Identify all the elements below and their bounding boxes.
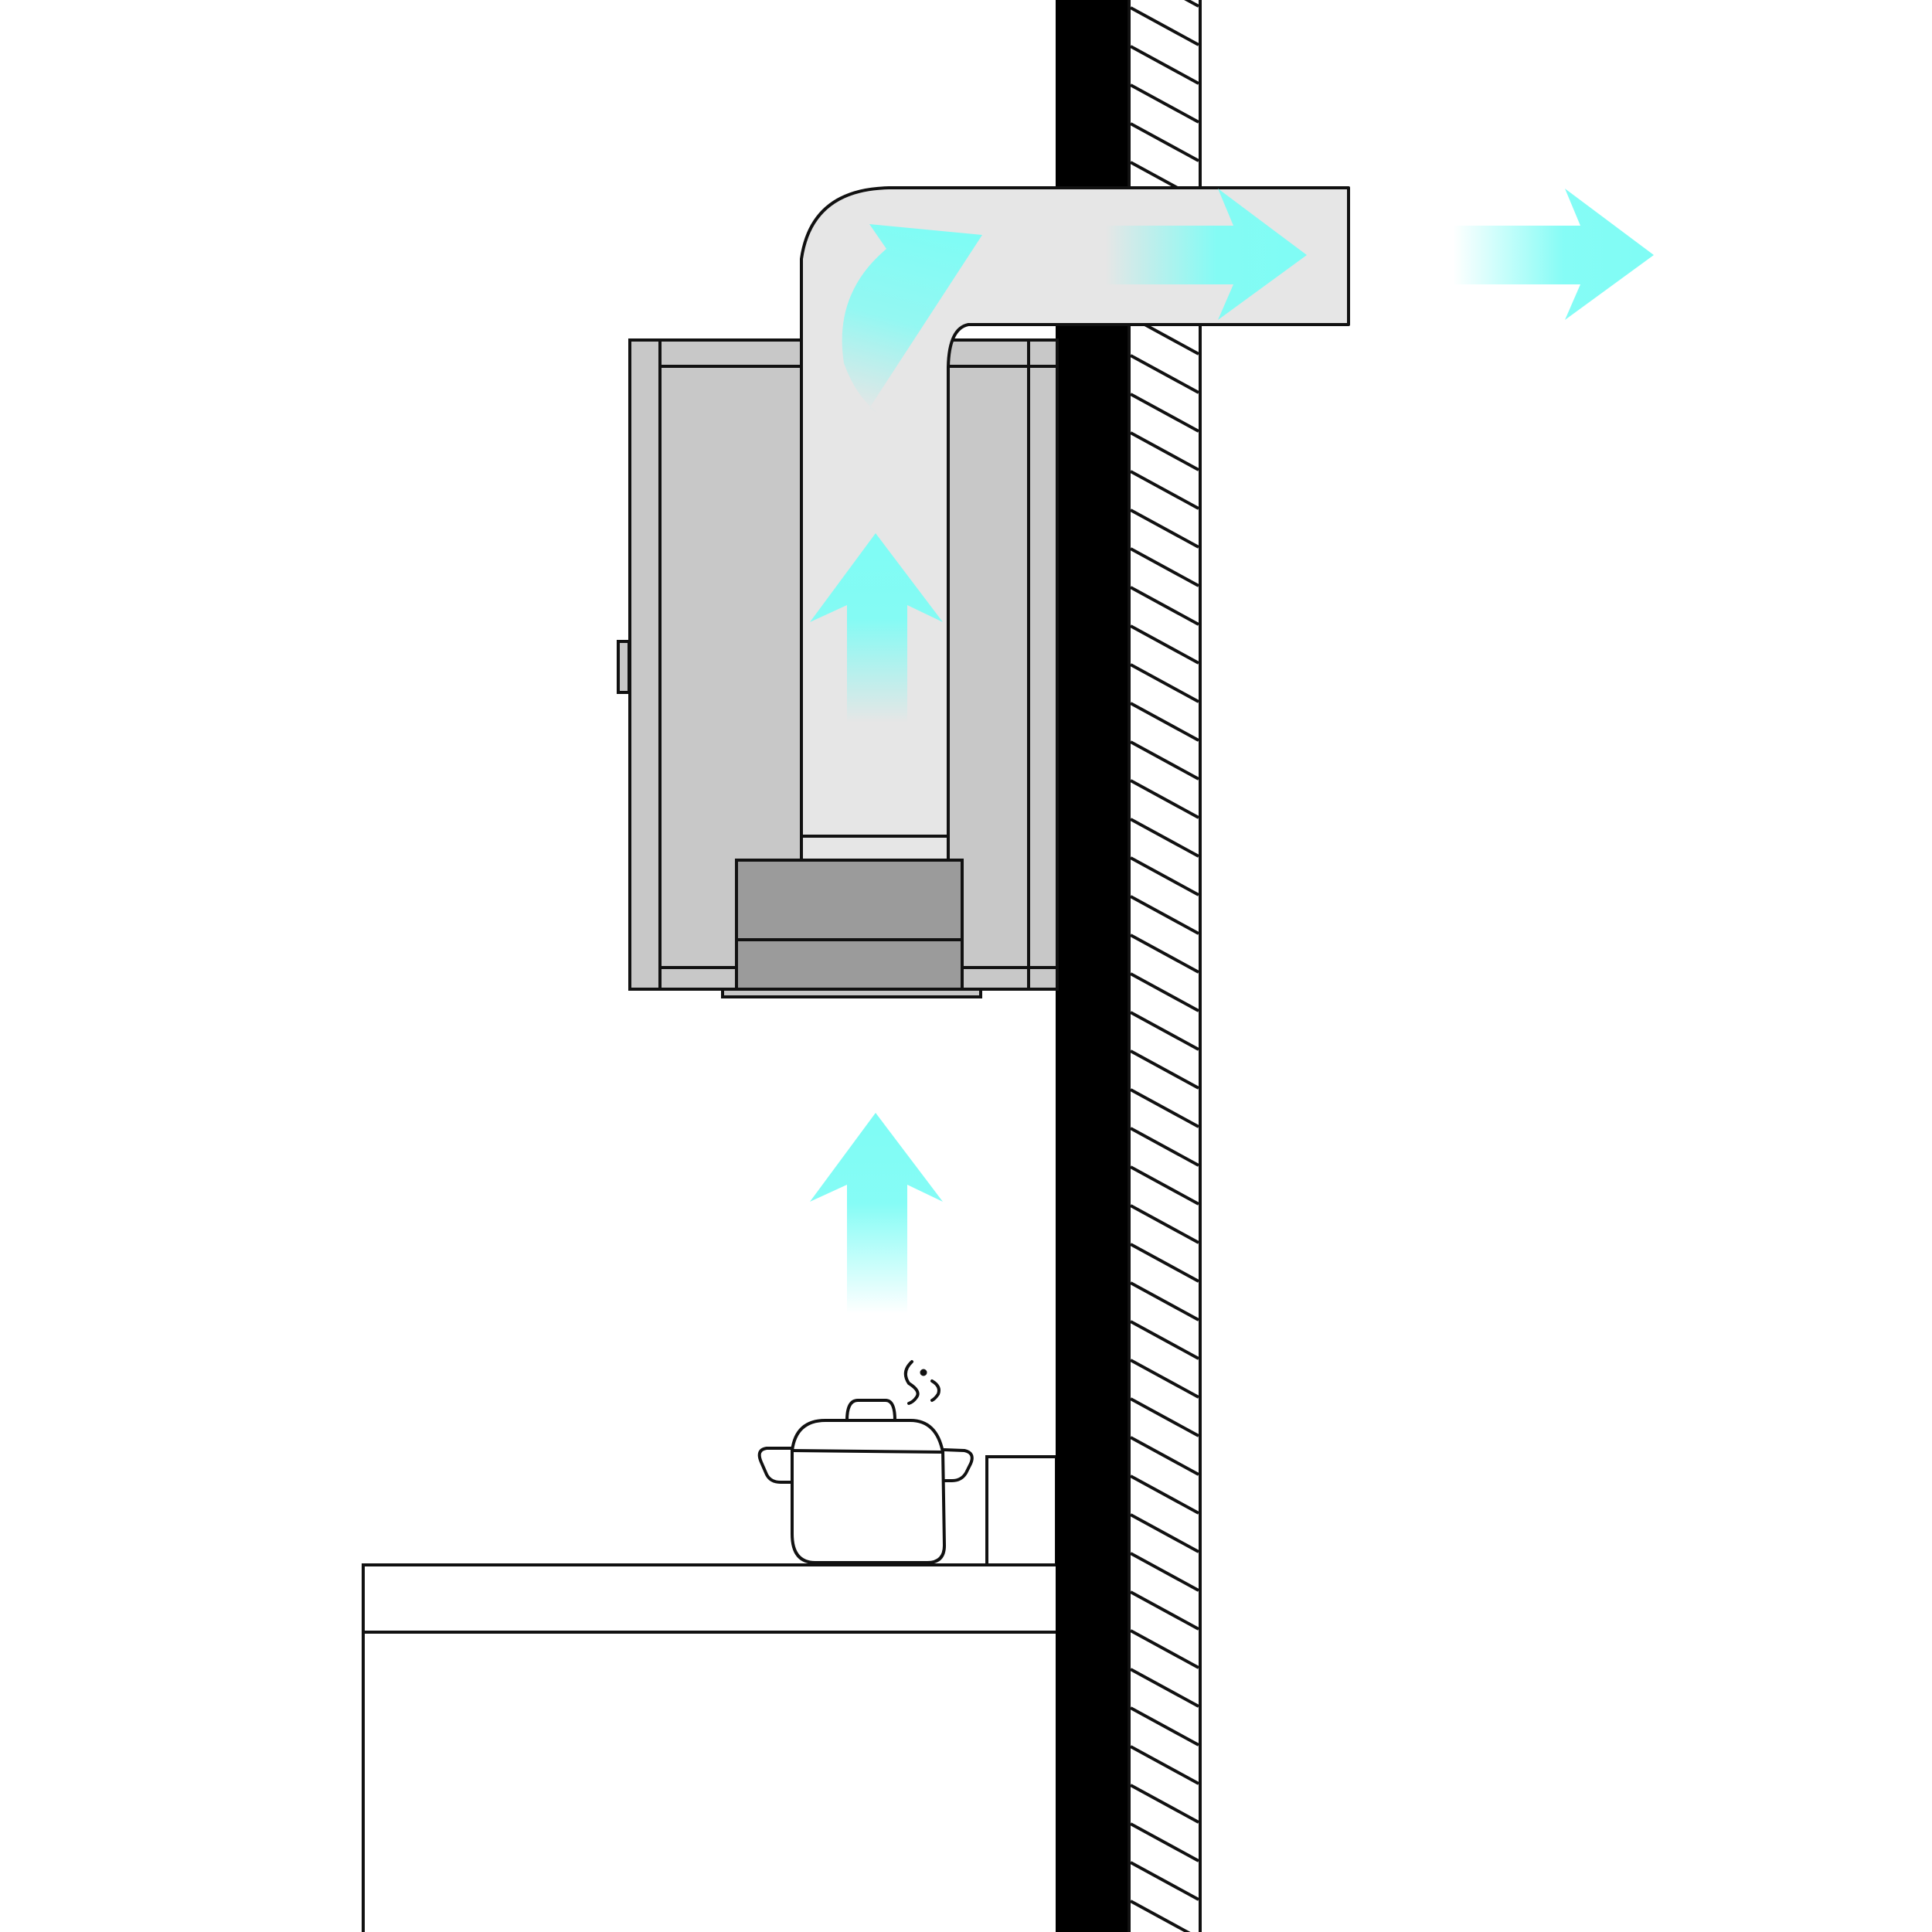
hatch-line xyxy=(1130,6,1199,46)
hatch-line xyxy=(1130,431,1199,471)
hatch-line xyxy=(1130,83,1199,124)
airflow-arrow-icon-duct-up xyxy=(810,533,943,723)
pot-body xyxy=(791,1449,946,1564)
pot-with-steam-icon xyxy=(757,1360,974,1564)
hatch-line xyxy=(1130,663,1199,703)
hatch-line xyxy=(1130,586,1199,626)
hatch-line xyxy=(1130,779,1199,819)
hatch-line xyxy=(1130,1281,1199,1321)
pot-lid xyxy=(791,1419,944,1454)
airflow-arrows xyxy=(810,189,1654,1314)
hatch-line xyxy=(1130,1359,1199,1399)
hatch-line xyxy=(1130,1745,1199,1785)
airflow-arrow-icon-bend xyxy=(842,224,982,417)
hatch-line xyxy=(1130,354,1199,394)
hatch-line xyxy=(1130,624,1199,665)
hatch-line xyxy=(1130,1590,1199,1631)
left-handle xyxy=(757,1447,794,1484)
hatch-line xyxy=(1130,1088,1199,1128)
motor-housing xyxy=(735,859,964,991)
base-cabinet xyxy=(362,1563,1060,1932)
hatch-line xyxy=(1130,547,1199,587)
duct-collar xyxy=(800,835,950,863)
hatch-line xyxy=(1130,122,1199,162)
airflow-arrow-icon-rising xyxy=(810,1113,943,1314)
hatch-line xyxy=(1130,1436,1199,1476)
steam-left xyxy=(903,1360,920,1405)
hatch-line xyxy=(1130,895,1199,935)
hatch-line xyxy=(1130,972,1199,1012)
hatch-line xyxy=(1130,702,1199,742)
hatch-line xyxy=(1130,1629,1199,1669)
hatch-line xyxy=(1130,1011,1199,1051)
hatch-line xyxy=(1130,1397,1199,1437)
hatch-line xyxy=(1130,1513,1199,1553)
hatch-line xyxy=(1130,1822,1199,1862)
pot-rim xyxy=(791,1449,944,1454)
backsplash-block xyxy=(985,1455,1058,1566)
hatch-line xyxy=(1130,1668,1199,1708)
hatch-line xyxy=(1130,1552,1199,1592)
hatch-line xyxy=(1130,470,1199,510)
cabinet-side-knob xyxy=(617,640,631,694)
hatch-line xyxy=(1130,1243,1199,1283)
hatch-line xyxy=(1130,1204,1199,1244)
airflow-arrow-icon-duct-out xyxy=(1105,189,1307,320)
hatch-line xyxy=(1130,1900,1191,1932)
hatch-line xyxy=(1130,934,1199,974)
hatch-line xyxy=(1130,1165,1199,1206)
hood-motor xyxy=(721,859,982,998)
hatch-line xyxy=(1130,740,1199,781)
hatch-line xyxy=(1130,818,1199,858)
airflow-arrow-icon-exhaust xyxy=(1453,189,1654,320)
steam-dot xyxy=(920,1369,927,1376)
hatch-line xyxy=(1130,1861,1199,1901)
right-handle xyxy=(943,1448,974,1482)
steam-right xyxy=(930,1379,940,1402)
hatch-line xyxy=(1130,1706,1199,1747)
hatch-line xyxy=(1130,1127,1199,1167)
hatch-line xyxy=(1130,1320,1199,1360)
hatch-line xyxy=(1130,509,1199,549)
hatch-line xyxy=(1130,45,1199,85)
hatch-line xyxy=(1130,1784,1199,1824)
hatch-line xyxy=(1130,393,1199,433)
hatch-line xyxy=(1130,1475,1199,1515)
lid-knob xyxy=(845,1399,896,1422)
hatch-line xyxy=(1130,856,1199,896)
duct-body xyxy=(800,186,1350,838)
base-cabinet-body xyxy=(362,1563,1060,1932)
hatch-line xyxy=(1130,1049,1199,1090)
